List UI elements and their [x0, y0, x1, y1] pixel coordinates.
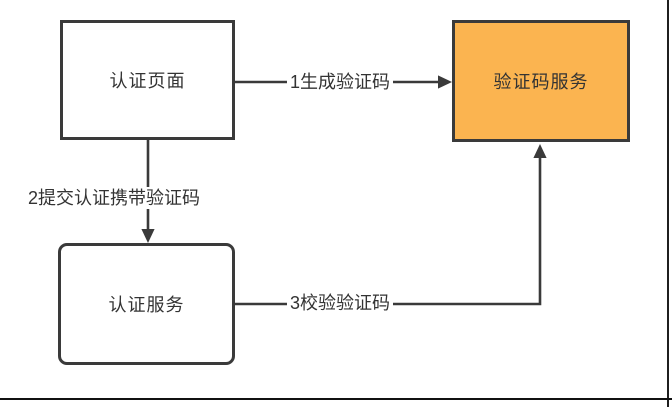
connector-submit-auth [141, 140, 155, 243]
node-auth-page: 认证页面 [60, 20, 235, 140]
connector-verify-captcha [235, 144, 547, 306]
node-captcha-service-label: 验证码服务 [493, 72, 589, 92]
edge-label-generate-captcha: 1生成验证码 [286, 71, 394, 93]
node-auth-page-label: 认证页面 [109, 71, 186, 91]
node-auth-service-label: 认证服务 [108, 295, 185, 315]
edge-label-submit-auth: 2提交认证携带验证码 [25, 187, 204, 209]
node-captcha-service: 验证码服务 [452, 20, 630, 142]
arrowhead-down-icon [141, 229, 155, 243]
page-border-bottom [0, 398, 672, 400]
node-auth-service: 认证服务 [58, 243, 235, 365]
arrowhead-right-icon [438, 75, 452, 89]
edge-label-verify-captcha: 3校验验证码 [286, 292, 394, 314]
page-border-right [667, 0, 669, 407]
arrowhead-up-icon [533, 144, 547, 158]
